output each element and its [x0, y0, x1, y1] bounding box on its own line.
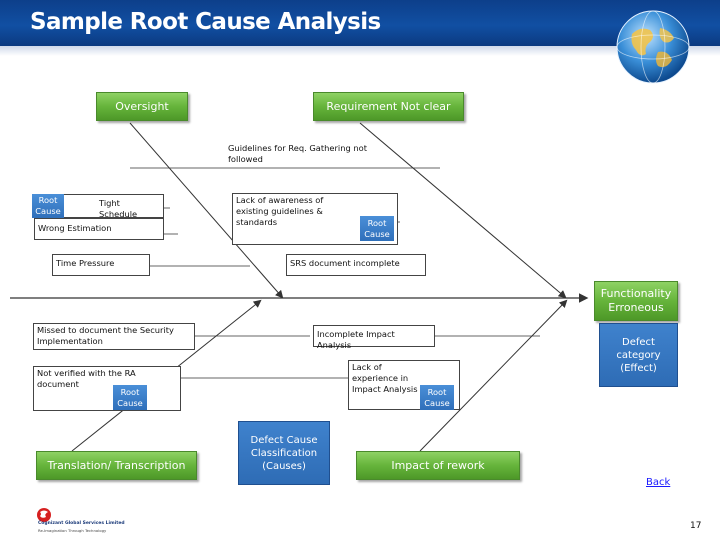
back-link[interactable]: Back — [646, 477, 671, 488]
effect-box: Functionality Erroneous — [594, 281, 678, 321]
header-band — [0, 0, 720, 46]
page-number: 17 — [690, 521, 702, 531]
category-oversight: Oversight — [96, 92, 188, 121]
cause-not-verified: Not verified with the RA document — [33, 366, 181, 411]
category-requirement: Requirement Not clear — [313, 92, 464, 121]
cause-time-pressure: Time Pressure — [52, 254, 150, 276]
branch-impact — [419, 299, 568, 452]
category-translation: Translation/ Transcription — [36, 451, 197, 480]
cause-classification-label: Defect Cause Classification (Causes) — [238, 421, 330, 485]
root-cause-badge: Root Cause — [420, 385, 454, 410]
cause-incomplete-impact: Incomplete Impact Analysis — [313, 325, 435, 350]
cause-wrong-estimation: Wrong Estimation — [34, 218, 164, 240]
root-cause-badge: Root Cause — [32, 194, 64, 218]
page-title: Sample Root Cause Analysis — [30, 9, 381, 35]
globe-icon — [616, 10, 690, 84]
effect-category-label: Defect category (Effect) — [599, 323, 678, 387]
category-impact: Impact of rework — [356, 451, 520, 480]
root-cause-badge: Root Cause — [113, 385, 147, 410]
cause-srs-incomplete: SRS document incomplete — [286, 254, 426, 276]
logo-tagline: Re-Imagination Through Technology — [38, 528, 107, 533]
branch-requirement — [359, 122, 567, 299]
cause-guidelines: Guidelines for Req. Gathering not follow… — [228, 143, 367, 164]
branch-oversight — [129, 122, 284, 299]
logo-name: Cognizant Global Services Limited — [38, 521, 125, 526]
root-cause-badge: Root Cause — [360, 216, 394, 241]
header-fade — [0, 46, 720, 56]
cause-missed-security: Missed to document the Security Implemen… — [33, 323, 195, 350]
company-logo — [4, 506, 124, 538]
